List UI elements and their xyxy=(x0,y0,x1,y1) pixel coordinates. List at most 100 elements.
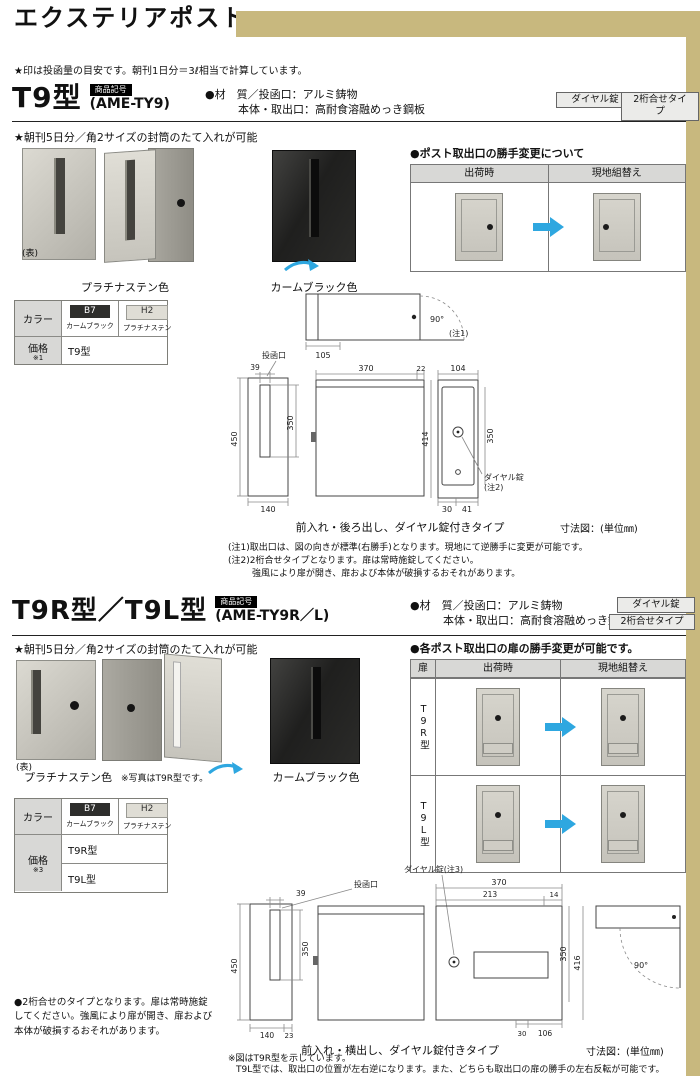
dial-lock-label: ダイヤル錠(注3) xyxy=(404,864,463,874)
rotate-arrow-icon xyxy=(284,259,319,272)
price-ref: ※1 xyxy=(32,353,44,362)
dim-30: 30 xyxy=(518,1030,527,1038)
color-name-h2: プラチナステン xyxy=(122,821,172,830)
color-cell-b7: B7 カームブラック xyxy=(62,301,118,336)
dim-350b: 350 xyxy=(486,428,495,443)
s1-photo-front xyxy=(22,148,96,260)
s2-product-code-label: 商品記号 xyxy=(215,596,258,608)
dim-39: 39 xyxy=(250,363,260,372)
door-outline xyxy=(598,199,635,252)
takeout-door xyxy=(483,743,513,754)
s2-change-header-ship: 出荷時 xyxy=(435,660,560,677)
s1-side-view xyxy=(311,379,425,497)
takeout-door xyxy=(608,743,638,754)
s2-left-note: ●2桁合せのタイプとなります。扉は常時施錠してください。強風により扉が開き、扉お… xyxy=(14,997,213,1037)
s2-price-row-t9r: T9R型 xyxy=(62,835,167,864)
s2-row-label-t9l: T9L型 xyxy=(411,776,436,872)
s1-change-header: 出荷時 現地組替え xyxy=(411,165,685,183)
door-window xyxy=(173,661,181,748)
dial-lock-note-ref: (注2) xyxy=(484,482,503,492)
s1-color-price-table: カラー B7 カームブラック H2 プラチナステン 価格 ※1 T9型 xyxy=(14,300,171,365)
s2-note-b2: T9L型では、取出口の位置が左右逆になります。また、どちらも取出口の扉の勝手の左… xyxy=(236,1065,665,1075)
s2-tag-2digit: 2桁合せタイプ xyxy=(609,614,695,631)
page-title: エクステリアポスト xyxy=(14,4,248,32)
dim-106: 106 xyxy=(538,1029,553,1038)
s1-drawing-caption: 前入れ・後ろ出し、ダイヤル錠付きタイプ xyxy=(295,521,505,534)
s1-material-line2: 本体・取出口：高耐食溶融めっき鋼板 xyxy=(238,103,425,116)
s1-front-view xyxy=(247,377,289,497)
dial-knob xyxy=(70,701,79,710)
dial-lock-label: ダイヤル錠 xyxy=(484,472,524,482)
s2-drawing-caption: 前入れ・横出し、ダイヤル錠付きタイプ xyxy=(301,1044,499,1057)
dial-knob xyxy=(495,715,501,721)
color-cell-h2: H2 プラチナステン xyxy=(117,301,176,336)
s1-material-line1: ●材 質／投函口：アルミ鋳物 xyxy=(205,88,358,101)
s2-price-row-t9l: T9L型 xyxy=(68,874,97,886)
s2-header-divider xyxy=(12,635,686,636)
s2-platinum-label: プラチナステン色 xyxy=(24,771,112,784)
s2-t9l-ship-cell xyxy=(436,776,560,872)
s2-tag-dial-lock: ダイヤル錠 xyxy=(617,597,695,614)
price-label: 価格 xyxy=(28,856,48,867)
color-header-cell: カラー xyxy=(15,799,62,834)
dim-350: 350 xyxy=(286,415,295,430)
arrow-right-icon xyxy=(545,717,576,737)
s2-change-title: ●各ポスト取出口の扉の勝手変更が可能です。 xyxy=(410,642,639,655)
mailbox-mini-image xyxy=(592,193,641,261)
dim-22: 22 xyxy=(417,365,426,373)
s2-color-row: カラー B7 カームブラック H2 プラチナステン xyxy=(15,799,171,834)
mailbox-mini-image xyxy=(476,688,520,766)
s1-top-view xyxy=(305,293,464,341)
s2-side-view xyxy=(313,905,425,1021)
s1-price-row-t9: T9型 xyxy=(68,347,91,358)
s1-change-header-ship: 出荷時 xyxy=(411,165,548,182)
color-name-h2: プラチナステン xyxy=(122,323,172,332)
slot-label: 投函口 xyxy=(262,350,286,360)
dial-knob xyxy=(620,812,626,818)
s1-photo-black xyxy=(272,150,356,262)
door-outline xyxy=(607,694,639,757)
s2-swing-view xyxy=(595,905,681,988)
s1-tag-dial-lock: ダイヤル錠 xyxy=(556,92,634,109)
s1-header: T9型 商品記号 (AME-TY9) xyxy=(12,84,170,112)
s1-change-box: 出荷時 現地組替え xyxy=(410,164,686,272)
s1-drawing-unit: 寸法図：(単位㎜) xyxy=(560,524,638,535)
s1-header-divider xyxy=(12,121,686,122)
door-outline xyxy=(461,199,498,252)
mailbox-mini-image xyxy=(601,688,645,766)
dim-450: 450 xyxy=(230,958,239,973)
color-cell-b7: B7 カームブラック xyxy=(62,799,118,834)
dim-350: 350 xyxy=(301,941,310,956)
s2-change-header-onsite: 現地組替え xyxy=(560,660,685,677)
price-ref: ※3 xyxy=(32,866,44,874)
color-header-cell: カラー xyxy=(15,301,62,336)
takeout-door xyxy=(483,840,513,851)
color-swatch-b7: B7 xyxy=(69,305,110,318)
s1-tag-2digit: 2桁合せタイプ xyxy=(621,92,699,121)
mail-slot xyxy=(31,670,41,734)
s1-change-section: ●ポスト取出口の勝手変更について 出荷時 現地組替え xyxy=(410,145,686,272)
mail-slot xyxy=(309,159,319,237)
s2-t9l-onsite-cell xyxy=(560,776,685,872)
s2-change-row-t9l: T9L型 xyxy=(411,775,685,872)
dim-414: 414 xyxy=(421,431,430,446)
dim-350b: 350 xyxy=(559,946,568,961)
door-outline xyxy=(482,694,514,757)
s2-price-col: T9R型 T9L型 xyxy=(62,835,167,892)
mailbox-mini-image xyxy=(455,193,504,261)
s2-photo-front xyxy=(16,660,96,760)
s2-drawing-unit: 寸法図：(単位㎜) xyxy=(586,1047,664,1058)
color-name-b7: カームブラック xyxy=(66,321,114,330)
s2-front-view-label: (表) xyxy=(16,763,33,773)
s2-row-label-t9r: T9R型 xyxy=(411,679,436,775)
s1-change-header-onsite: 現地組替え xyxy=(547,165,685,182)
s1-platinum-label: プラチナステン色 xyxy=(81,281,169,294)
s2-price-header: 価格 ※3 xyxy=(15,835,62,891)
dim-140: 140 xyxy=(260,505,275,514)
volume-note: ★印は投函量の目安です。朝刊1日分＝3ℓ相当で計算しています。 xyxy=(14,66,308,77)
price-label: 価格 xyxy=(28,343,48,355)
arrow-right-icon xyxy=(545,814,576,834)
dim-90deg: 90° xyxy=(430,315,444,324)
s1-front-view-label: (表) xyxy=(22,249,39,259)
s2-photo-note: ※写真はT9R型です。 xyxy=(121,774,209,784)
